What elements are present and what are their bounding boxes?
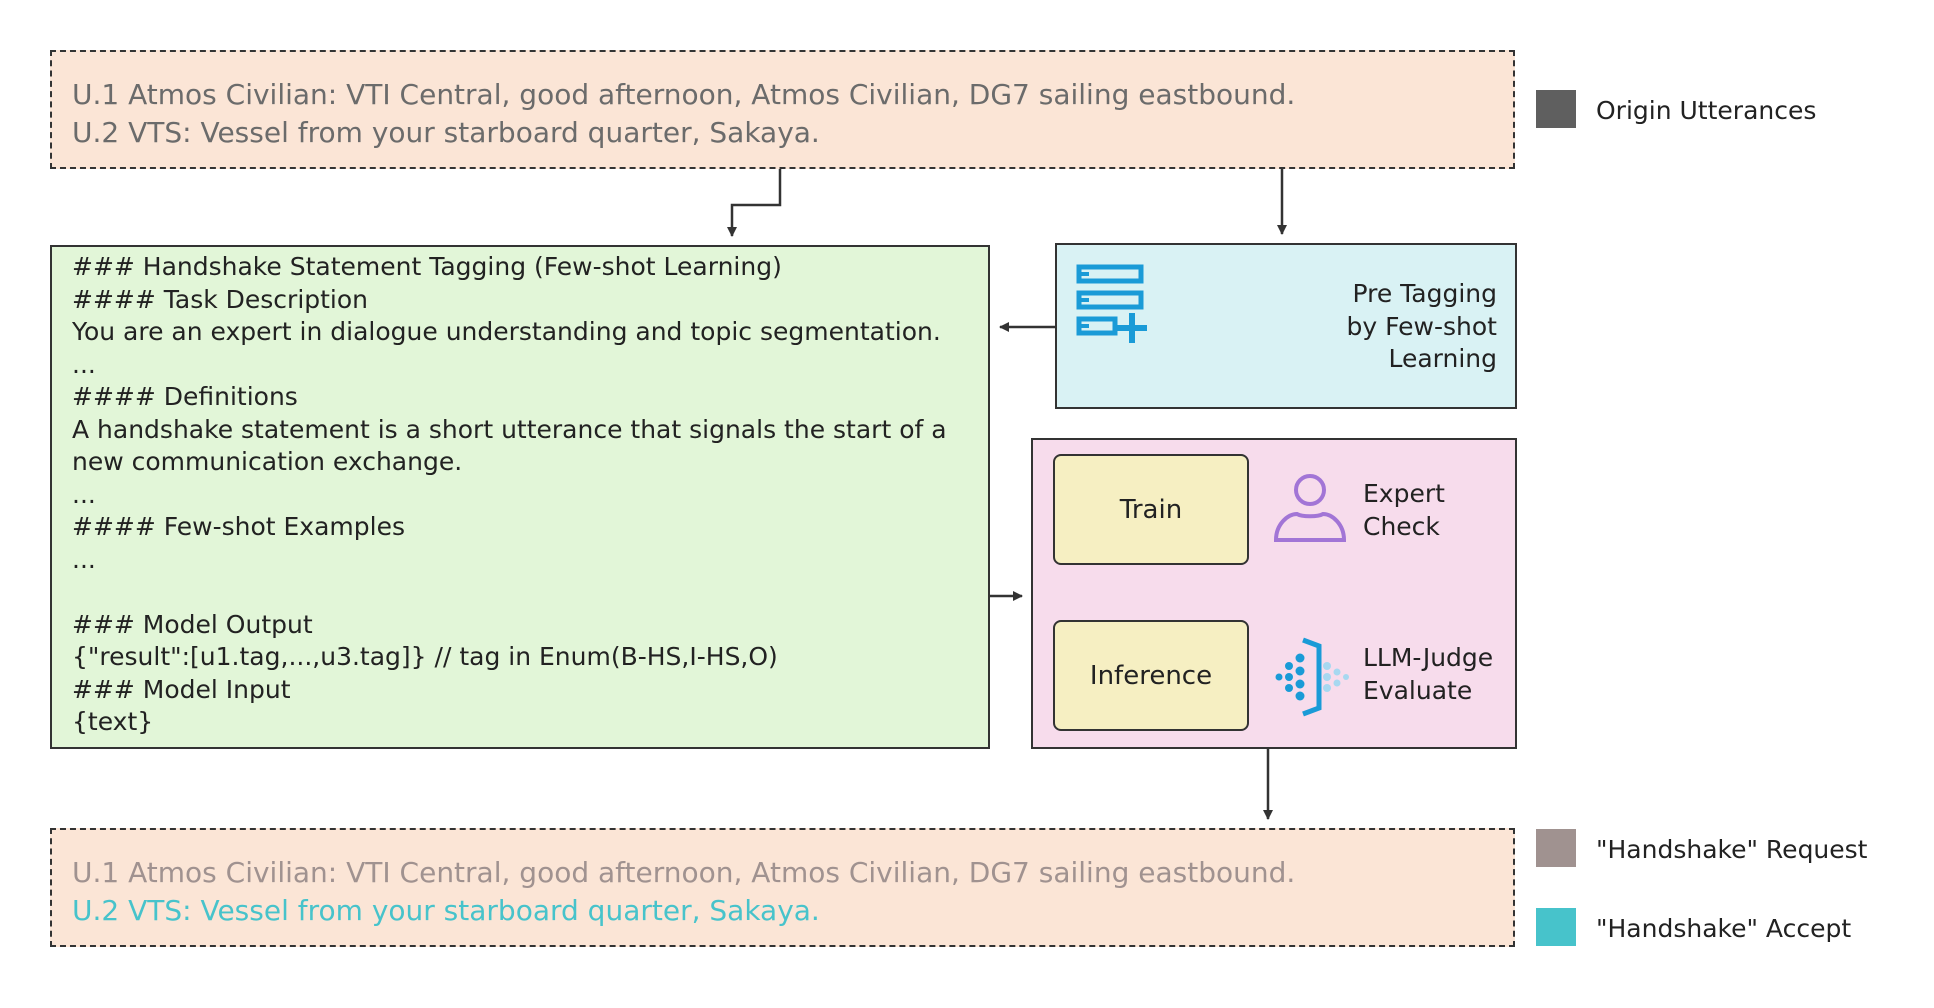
prompt-line-2: #### Task Description — [72, 284, 369, 314]
legend-label-origin: Origin Utterances — [1596, 96, 1817, 125]
pre-tagging-label: Pre Tagging by Few-shot Learning — [1347, 278, 1497, 376]
user-outline-icon — [1273, 474, 1347, 542]
origin-utterance-1: U.1 Atmos Civilian: VTI Central, good af… — [72, 78, 1296, 111]
legend-swatch-origin — [1536, 90, 1576, 128]
prompt-line-5: #### Definitions — [72, 382, 298, 411]
prompt-line-4: ... — [72, 349, 96, 379]
list-add-icon — [1076, 264, 1147, 343]
prompt-line-8: ... — [72, 479, 96, 509]
inference-label: Inference — [1089, 660, 1213, 691]
tagged-utterances-box: U.1 Atmos Civilian: VTI Central, good af… — [50, 828, 1515, 947]
pre-tagging-line-2: by Few-shot — [1346, 311, 1497, 341]
legend-label-accept: "Handshake" Accept — [1596, 914, 1852, 943]
pre-tagging-box: Pre Tagging by Few-shot Learning — [1055, 243, 1517, 409]
tagged-utterance-request: U.1 Atmos Civilian: VTI Central, good af… — [72, 856, 1296, 889]
inference-block: Inference — [1053, 620, 1249, 731]
prompt-line-7: new communication exchange. — [72, 447, 463, 476]
prompt-line-9: #### Few-shot Examples — [72, 512, 405, 541]
legend-swatch-request — [1536, 829, 1576, 867]
expert-check-line-1: Expert — [1363, 479, 1445, 508]
prompt-line-13: {"result":[u1.tag,...,u3.tag]} // tag in… — [72, 642, 778, 671]
prompt-line-3: You are an expert in dialogue understand… — [72, 317, 941, 346]
prompt-line-1: ### Handshake Statement Tagging (Few-sho… — [72, 252, 782, 281]
prompt-line-11 — [72, 576, 968, 609]
prompt-line-12: ### Model Output — [72, 609, 313, 639]
train-label: Train — [1119, 494, 1183, 525]
expert-check-label: Expert Check — [1363, 478, 1445, 543]
train-inference-panel: Train Inference Expert Check — [1031, 438, 1517, 749]
prompt-line-14: ### Model Input — [72, 674, 291, 704]
arrow-origin-to-prompt — [727, 169, 782, 237]
prompt-line-10: ... — [72, 544, 96, 574]
legend-label-request: "Handshake" Request — [1596, 835, 1868, 864]
llm-judge-line-1: LLM-Judge — [1363, 643, 1494, 672]
origin-utterance-2: U.2 VTS: Vessel from your starboard quar… — [72, 116, 820, 149]
prompt-line-15: {text} — [72, 707, 154, 736]
legend-swatch-accept — [1536, 908, 1576, 946]
llm-judge-line-2: Evaluate — [1363, 675, 1473, 705]
tagged-utterance-accept: U.2 VTS: Vessel from your starboard quar… — [72, 894, 820, 927]
prompt-template-box: ### Handshake Statement Tagging (Few-sho… — [50, 245, 990, 749]
origin-utterances-box: U.1 Atmos Civilian: VTI Central, good af… — [50, 50, 1515, 169]
pre-tagging-line-1: Pre Tagging — [1352, 279, 1497, 308]
llm-judge-label: LLM-Judge Evaluate — [1363, 642, 1493, 707]
ai-sparkle-icon — [1275, 637, 1349, 717]
train-block: Train — [1053, 454, 1249, 565]
prompt-line-6: A handshake statement is a short utteran… — [72, 414, 947, 444]
expert-check-line-2: Check — [1363, 511, 1440, 541]
pre-tagging-line-3: Learning — [1388, 344, 1497, 373]
